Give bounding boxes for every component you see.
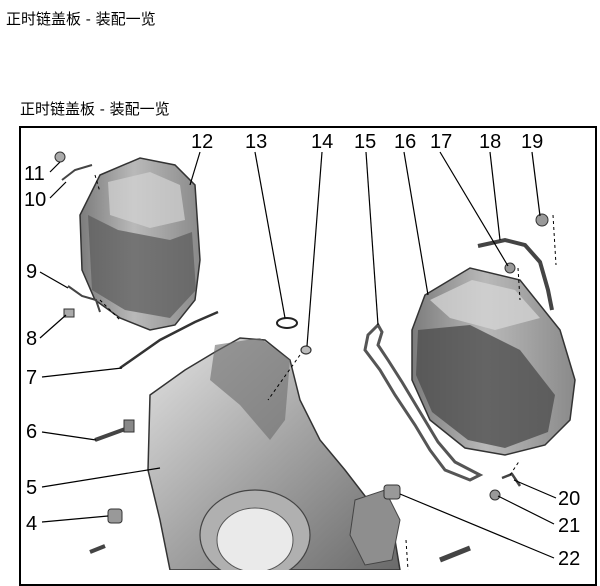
part-16-right-cover: [411, 267, 576, 456]
callout-4: 4: [26, 513, 37, 535]
exploded-assembly-diagram: 12 13 14 15 16 17 18 19 11 10 9 8 7 6 5 …: [24, 131, 580, 570]
part-20-bracket: [501, 472, 522, 487]
figure-caption: 正时链盖板 - 装配一览: [20, 100, 170, 118]
callout-9: 9: [26, 261, 37, 283]
callout-15: 15: [354, 131, 376, 153]
page-title: 正时链盖板 - 装配一览: [6, 10, 156, 28]
callout-6: 6: [26, 421, 37, 443]
callout-14: 14: [311, 131, 333, 153]
part-13-o-ring: [276, 317, 298, 329]
callout-17: 17: [430, 131, 452, 153]
part-11-plug: [54, 151, 66, 163]
part-21-washer: [489, 489, 501, 501]
part-22-bushing: [383, 484, 401, 500]
callout-16: 16: [394, 131, 416, 153]
part-18-bracket: [477, 237, 554, 311]
part-19-bolt-head: [535, 213, 549, 227]
callout-19: 19: [521, 131, 543, 153]
part-4-sleeve: [107, 508, 123, 524]
callout-12: 12: [191, 131, 213, 153]
part-7-seal-strip: [119, 310, 219, 370]
callout-21: 21: [558, 515, 580, 537]
part-15-gasket: [363, 322, 484, 482]
lower-bolt: [89, 544, 106, 554]
part-6-bolt: [94, 419, 135, 442]
callout-7: 7: [26, 367, 37, 389]
leader-lines: [39, 151, 557, 559]
callout-13: 13: [245, 131, 267, 153]
part-9-bracket: [67, 285, 101, 313]
part-10-bracket: [61, 164, 93, 181]
part-14-seal: [300, 345, 312, 355]
callout-20: 20: [558, 488, 580, 510]
callout-22: 22: [558, 548, 580, 570]
callout-18: 18: [479, 131, 501, 153]
callout-11: 11: [24, 163, 45, 185]
part-5-timing-case-housing: [147, 337, 401, 570]
part-22-bolt: [439, 545, 471, 563]
callout-10: 10: [24, 189, 46, 211]
part-8-fitting: [63, 308, 75, 318]
callout-8: 8: [26, 328, 37, 350]
part-12-upper-cover: [79, 157, 201, 331]
callout-5: 5: [26, 477, 37, 499]
